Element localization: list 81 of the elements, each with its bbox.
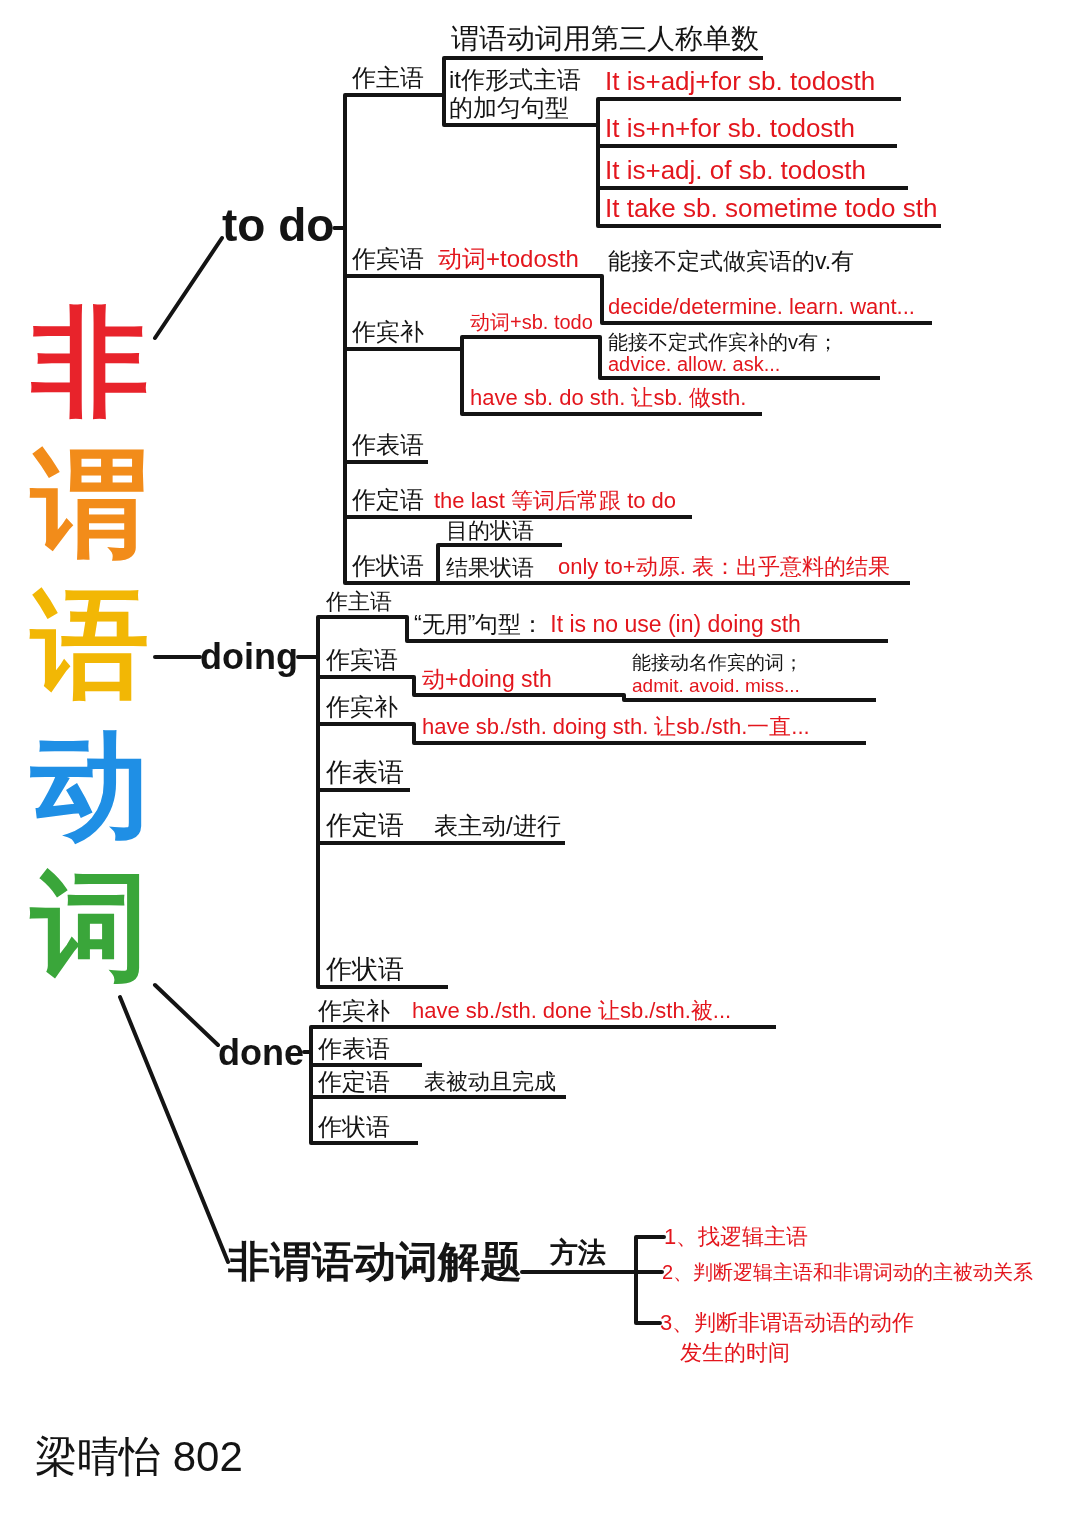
- branch-label: 结果状语: [442, 556, 546, 585]
- branch-line: [544, 581, 556, 585]
- example-text: 动+doing sth: [418, 666, 620, 697]
- branch-heading: doing: [200, 634, 298, 680]
- example-text: admit. avoid. miss...: [632, 674, 801, 697]
- example-text: It is+n+for sb. todosth: [601, 113, 897, 148]
- branch-label: 作主语: [348, 64, 440, 97]
- branch-label: 作宾语: [322, 646, 410, 679]
- note-text: 谓语动词用第三人称单数: [447, 23, 763, 60]
- section-heading: 非谓语动词解题: [228, 1236, 522, 1288]
- note-text: 能接不定式作宾补的v有；: [608, 331, 839, 353]
- note-text: 能接不定式做宾语的v.有: [608, 247, 856, 276]
- branch-label: 作宾补: [322, 693, 410, 726]
- branch-line: [408, 841, 432, 845]
- branch-line: [595, 335, 606, 380]
- example-text: 动词+todosth: [434, 245, 600, 278]
- example-text: 动词+sb. todo: [466, 310, 597, 339]
- branch-line: [593, 97, 603, 228]
- branch-label: 作宾语: [348, 245, 428, 278]
- branch-label: 作主语: [322, 590, 404, 619]
- branch-line: [408, 722, 420, 745]
- branch-node: [604, 246, 932, 325]
- branch-node: [628, 651, 876, 702]
- branch-label: 目的状语: [442, 520, 562, 547]
- branch-line: [302, 1025, 316, 1145]
- connector-line: [153, 983, 220, 1047]
- branch-line: [618, 693, 630, 702]
- central-topic: 非谓语动词: [25, 292, 155, 997]
- branch-label: 作表语: [322, 757, 410, 792]
- example-text: the last 等词后常跟 to do: [430, 488, 692, 519]
- signature-text: 梁晴怡 802: [35, 1432, 243, 1482]
- branch-node: [410, 610, 888, 643]
- example-text: decide/determine. learn. want...: [608, 294, 916, 320]
- branch-label: 作状语: [322, 954, 448, 989]
- list-item: 2、判断逻辑主语和非谓词动的主被动关系: [662, 1258, 1034, 1286]
- connector-line: [153, 236, 224, 340]
- branch-line: [426, 274, 436, 278]
- branch-line: [598, 274, 606, 325]
- branch-line: [400, 1025, 410, 1029]
- connector-line: [118, 995, 230, 1264]
- branch-line: [332, 93, 350, 585]
- branch-label: 作定语: [314, 1070, 404, 1099]
- branch-label: 作定语: [348, 486, 428, 519]
- branch-line: [408, 675, 420, 697]
- connector-line: [153, 655, 202, 659]
- branch-label: 作定语: [322, 810, 410, 845]
- list-item: 3、判断非谓语动语的动作发生的时间: [660, 1308, 930, 1368]
- note-text: it作形式主语的加匀句型: [447, 66, 595, 127]
- note-text: 表主动/进行: [430, 812, 565, 845]
- list-item: 1、找逻辑主语: [664, 1222, 809, 1252]
- branch-label: 作表语: [314, 1036, 422, 1067]
- branch-label: 作表语: [348, 431, 428, 464]
- example-text: It is no use (in) doing sth: [550, 610, 801, 638]
- example-text: It is+adj+for sb. todosth: [601, 66, 901, 101]
- note-text: 表被动且完成: [420, 1070, 566, 1099]
- branch-node: [604, 331, 880, 380]
- branch-label: 作宾补: [314, 998, 402, 1029]
- note-text: 能接动名作宾的词；: [632, 651, 804, 674]
- branch-line: [438, 56, 449, 127]
- branch-line: [520, 1270, 548, 1274]
- example-text: It is+adj. of sb. todosth: [601, 155, 908, 190]
- branch-line: [456, 335, 468, 416]
- branch-line: [432, 543, 444, 585]
- example-text: It take sb. sometime todo sth: [601, 193, 942, 228]
- branch-line: [402, 1095, 422, 1099]
- example-text: have sb./sth. done 让sb./sth.被...: [408, 998, 776, 1029]
- branch-line: [296, 615, 324, 989]
- branch-line: [425, 515, 432, 519]
- branch-label: 方法: [546, 1237, 632, 1274]
- branch-label: 作宾补: [348, 318, 458, 351]
- example-text: only to+动原. 表：出乎意料的结果: [554, 554, 910, 585]
- example-text: have sb./sth. doing sth. 让sb./sth.一直...: [418, 714, 866, 745]
- branch-heading: done: [218, 1030, 304, 1076]
- branch-heading: to do: [222, 196, 335, 254]
- branch-line: [402, 615, 412, 643]
- branch-label: 作状语: [348, 552, 434, 585]
- example-text: advice. allow. ask...: [608, 353, 782, 375]
- branch-line: [630, 1235, 666, 1325]
- branch-label: 作状语: [314, 1114, 418, 1145]
- example-text: have sb. do sth. 让sb. 做sth.: [466, 385, 762, 416]
- note-text: “无用”句型：: [414, 610, 545, 638]
